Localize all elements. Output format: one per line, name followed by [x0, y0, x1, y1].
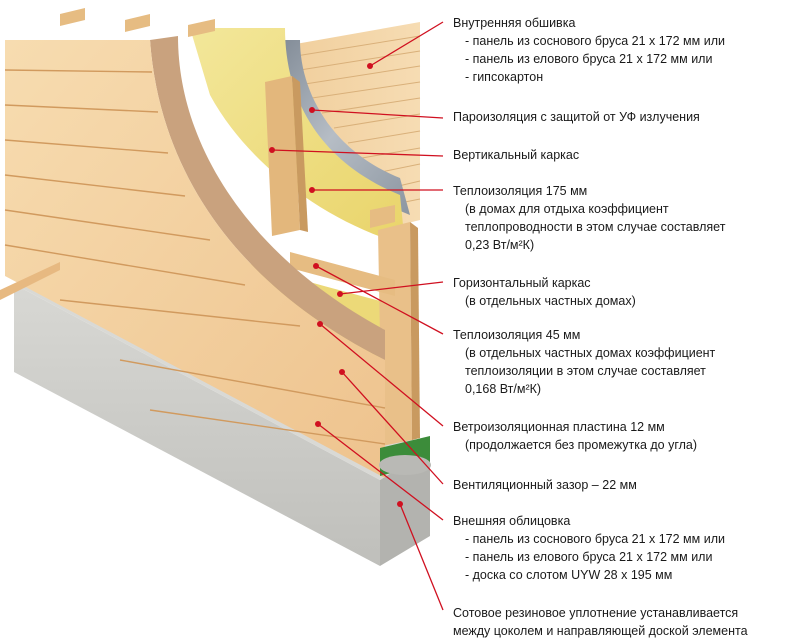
exterior-cladding — [0, 40, 386, 478]
label-wind-barrier: Ветроизоляционная пластина 12 мм (продол… — [453, 418, 697, 454]
label-rubber-seal: Сотовое резиновое уплотнение устанавлива… — [453, 604, 748, 640]
label-sub: 0,23 Вт/м²К) — [465, 238, 535, 252]
label-sub: (в отдельных частных домах) — [465, 294, 636, 308]
label-sub: (в домах для отдыха коэффициент — [465, 202, 669, 216]
leader-dots — [269, 63, 403, 507]
label-bullet: панель из елового бруса 21 x 172 мм или — [453, 50, 725, 68]
label-title: Вентиляционный зазор – 22 мм — [453, 478, 637, 492]
label-bullet: панель из елового бруса 21 x 172 мм или — [453, 548, 725, 566]
label-insulation-175: Теплоизоляция 175 мм (в домах для отдыха… — [453, 182, 725, 254]
label-inner-lining: Внутренняя обшивка панель из соснового б… — [453, 14, 725, 86]
label-sub: (продолжается без промежутка до угла) — [465, 438, 698, 452]
label-sub: между цоколем и направляющей доской элем… — [453, 624, 748, 638]
label-sub: (в отдельных частных домах коэффициент — [465, 346, 716, 360]
horizontal-frame — [290, 205, 395, 296]
label-vapour-barrier: Пароизоляция с защитой от УФ излучения — [453, 108, 700, 126]
label-sub: теплопроводности в этом случае составляе… — [465, 220, 726, 234]
label-vertical-frame: Вертикальный каркас — [453, 146, 579, 164]
label-sub: теплоизоляции в этом случае составляет — [465, 364, 706, 378]
label-horizontal-frame: Горизонтальный каркас (в отдельных частн… — [453, 274, 636, 310]
label-title: Теплоизоляция 45 мм — [453, 328, 581, 342]
label-title: Ветроизоляционная пластина 12 мм — [453, 420, 665, 434]
label-title: Горизонтальный каркас — [453, 276, 591, 290]
top-plate — [60, 8, 215, 37]
label-insulation-45: Теплоизоляция 45 мм (в отдельных частных… — [453, 326, 715, 398]
label-title: Внешняя облицовка — [453, 514, 571, 528]
label-title: Пароизоляция с защитой от УФ излучения — [453, 110, 700, 124]
label-sub: 0,168 Вт/м²К) — [465, 382, 542, 396]
label-title: Сотовое резиновое уплотнение устанавлива… — [453, 606, 739, 620]
label-title: Внутренняя обшивка — [453, 16, 576, 30]
rubber-seal — [379, 436, 431, 476]
label-bullet: панель из соснового бруса 21 x 172 мм ил… — [453, 32, 725, 50]
vapour-barrier — [268, 40, 410, 215]
wind-barrier-board — [150, 36, 385, 360]
label-bullet: панель из соснового бруса 21 x 172 мм ил… — [453, 530, 725, 548]
label-title: Теплоизоляция 175 мм — [453, 184, 588, 198]
label-bullet: доска со слотом UYW 28 x 195 мм — [453, 566, 725, 584]
label-title: Вертикальный каркас — [453, 148, 580, 162]
label-exterior-cladding: Внешняя облицовка панель из соснового бр… — [453, 512, 725, 584]
label-ventilation-gap: Вентиляционный зазор – 22 мм — [453, 476, 637, 494]
leader-lines — [271, 21, 444, 611]
label-bullet: гипсокартон — [453, 68, 725, 86]
